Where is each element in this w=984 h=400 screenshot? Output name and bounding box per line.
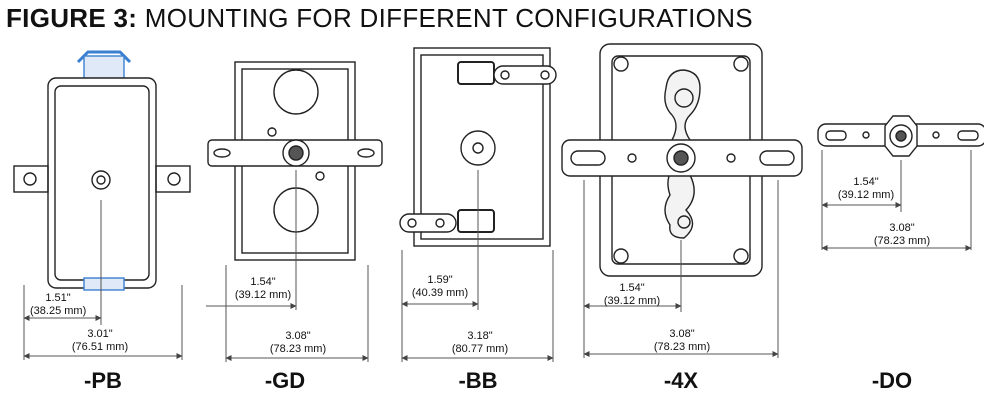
gd-full-width-label: 3.08"(78.23 mm) [269, 330, 327, 355]
pb-config-label: -PB [84, 368, 122, 393]
do-bracket-drawing [817, 115, 984, 157]
bb-config-label: -BB [458, 368, 498, 393]
pb-full-width-label: 3.01"(76.51 mm) [71, 328, 129, 353]
do-half-width-label: 1.54"(39.12 mm) [837, 176, 895, 201]
do-dimension-lines [821, 150, 972, 251]
4x-dimension-lines [583, 180, 779, 358]
bb-half-width-label: 1.59"(40.39 mm) [411, 274, 469, 299]
do-full-width-label: 3.08"(78.23 mm) [873, 222, 931, 247]
pb-dimension-lines [23, 200, 183, 360]
4x-half-width-label: 1.54"(39.12 mm) [603, 282, 661, 307]
bb-box-drawing [399, 47, 557, 247]
4x-config-label: -4X [663, 368, 699, 393]
4x-plate-drawing [561, 43, 803, 277]
gd-half-width-label: 1.54"(39.12 mm) [234, 276, 292, 301]
4x-full-width-label: 3.08"(78.23 mm) [653, 328, 711, 353]
bb-full-width-label: 3.18"(80.77 mm) [451, 330, 509, 355]
figure-number: FIGURE 3: [6, 3, 138, 33]
gd-box-drawing [207, 61, 383, 261]
gd-dimension-lines [206, 170, 369, 362]
bb-dimension-lines [401, 170, 554, 362]
pb-enclosure-drawing [13, 50, 191, 291]
do-config-label: -DO [871, 368, 913, 393]
figure-caption: MOUNTING FOR DIFFERENT CONFIGURATIONS [137, 3, 753, 33]
gd-config-label: -GD [264, 368, 306, 393]
pb-half-width-label: 1.51"(38.25 mm) [30, 292, 87, 317]
figure-title: FIGURE 3: MOUNTING FOR DIFFERENT CONFIGU… [6, 2, 753, 34]
